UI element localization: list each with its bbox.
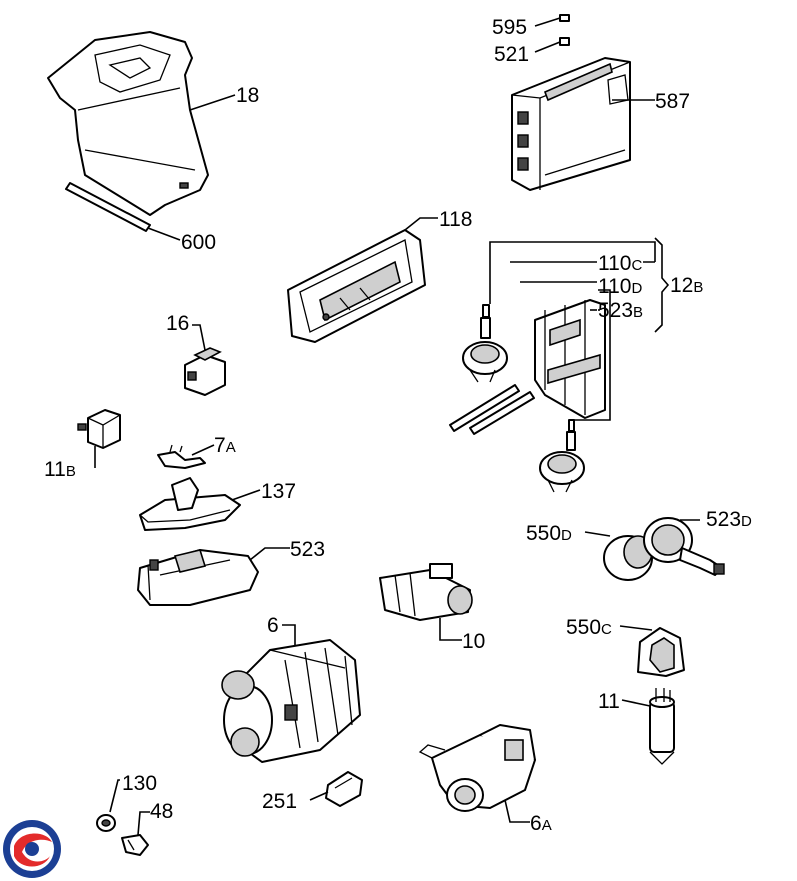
- part-521-pin: [559, 37, 570, 46]
- label-110c: 110C: [598, 252, 642, 275]
- label-10: 10: [462, 630, 485, 653]
- part-16-relay: [184, 347, 226, 396]
- label-48: 48: [150, 800, 173, 823]
- hose-tubes: [449, 384, 535, 435]
- leader-550c: [619, 625, 653, 631]
- leader-48: [137, 811, 150, 836]
- label-521: 521: [494, 43, 529, 66]
- leader-6a: [504, 799, 530, 823]
- label-523b: 523B: [598, 299, 643, 322]
- leader-110c: [489, 241, 656, 304]
- label-6a: 6A: [530, 812, 552, 835]
- leader-595: [534, 17, 561, 27]
- part-587-control-module: [511, 57, 631, 191]
- brand-logo: [3, 820, 61, 878]
- leader-7a: [191, 444, 215, 456]
- part-10-heater: [379, 563, 473, 621]
- part-595-pin: [559, 14, 570, 22]
- leader-130: [109, 779, 120, 813]
- part-18-housing: [47, 31, 209, 216]
- part-251-gasket: [325, 771, 363, 807]
- part-6a-drain-pump: [418, 724, 536, 812]
- leader-18: [189, 94, 236, 111]
- part-110d-pressure-switch: [539, 419, 585, 493]
- label-11: 11: [598, 690, 620, 713]
- label-600: 600: [181, 231, 216, 254]
- part-11-capacitor: [649, 688, 675, 765]
- part-550c-cap: [637, 627, 685, 677]
- leader-251: [309, 791, 329, 801]
- part-110c-pressure-switch: [462, 304, 508, 383]
- label-523d: 523D: [706, 508, 752, 531]
- leader-10: [439, 618, 462, 641]
- part-130-washer: [96, 814, 116, 832]
- leader-118: [404, 217, 438, 231]
- leader-550d: [584, 531, 611, 537]
- label-11b: 11B: [44, 458, 76, 481]
- label-110d: 110D: [598, 275, 642, 298]
- part-523d-level-sensor: [643, 517, 725, 576]
- label-12b: 12B: [670, 274, 703, 297]
- part-118-interface-panel: [287, 229, 426, 343]
- leader-600: [147, 227, 181, 241]
- label-16: 16: [166, 312, 189, 335]
- label-251: 251: [262, 790, 297, 813]
- part-11b-capacitor: [77, 409, 121, 449]
- part-523-housing: [137, 549, 259, 606]
- part-7a-clip: [157, 444, 206, 469]
- label-130: 130: [122, 772, 157, 795]
- part-137-cover: [139, 477, 241, 531]
- leader-110d: [573, 289, 611, 421]
- part-523b-bracket: [534, 299, 606, 419]
- leader-11: [621, 699, 651, 707]
- leader-137: [231, 489, 261, 501]
- leader-521: [534, 41, 561, 53]
- leader-6: [282, 624, 296, 645]
- label-6: 6: [267, 614, 279, 637]
- part-600-rod: [65, 182, 151, 232]
- label-18: 18: [236, 84, 259, 107]
- label-118: 118: [439, 208, 472, 231]
- label-587: 587: [655, 90, 690, 113]
- leader-16: [192, 324, 206, 351]
- label-550d: 550D: [526, 522, 572, 545]
- label-595: 595: [492, 16, 527, 39]
- label-137: 137: [261, 480, 296, 503]
- leader-12b-bracket: [654, 237, 670, 333]
- part-6-motor: [221, 639, 361, 763]
- label-523: 523: [290, 538, 325, 561]
- part-48-plug: [121, 834, 149, 856]
- label-7a: 7A: [214, 434, 236, 457]
- label-550c: 550C: [566, 616, 612, 639]
- leader-523: [249, 547, 290, 561]
